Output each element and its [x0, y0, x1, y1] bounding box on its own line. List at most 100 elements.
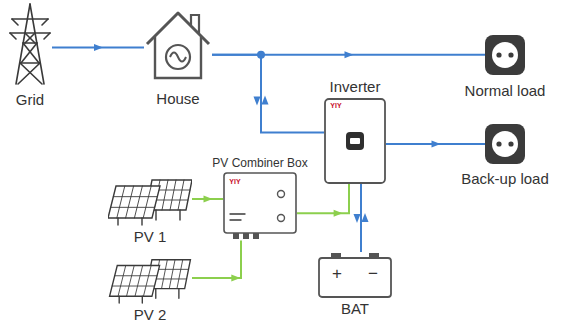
- icon-drawing: [108, 172, 192, 226]
- combiner-housing: [224, 173, 296, 233]
- icon-stroke: [169, 260, 175, 289]
- arrow-layer: [94, 44, 441, 281]
- arrow-head: [204, 196, 213, 203]
- icon-stroke: [25, 33, 35, 43]
- combiner-screw: [278, 191, 285, 198]
- combiner-node: PV Combiner Box: [200, 156, 320, 240]
- icon-group: [147, 13, 209, 78]
- battery-node: BAT: [310, 252, 400, 318]
- icon-stroke: [141, 218, 142, 225]
- icon-group: [485, 35, 525, 75]
- icon-stroke: [230, 220, 241, 221]
- solar-panel: [110, 265, 160, 296]
- icon-stroke: [117, 186, 125, 218]
- pv-node: PV 1: [105, 172, 195, 246]
- icon-stroke: [177, 260, 183, 289]
- icon-stroke: [111, 207, 155, 208]
- solar-panel: [108, 186, 160, 218]
- arrow-head: [262, 96, 269, 105]
- node-label: BAT: [341, 300, 369, 318]
- icon-stroke: [20, 62, 40, 64]
- icon-stroke: [42, 19, 48, 25]
- icon-stroke: [23, 43, 39, 63]
- icon-group: [110, 260, 191, 303]
- icon-stroke: [10, 32, 50, 34]
- node-label: Inverter: [330, 78, 381, 96]
- combiner-screw: [278, 215, 285, 222]
- icon-drawing: [318, 252, 392, 298]
- icon-stroke: [162, 180, 168, 210]
- junction-dot: [257, 51, 265, 59]
- icon-shape: [108, 172, 192, 226]
- icon-stroke: [12, 19, 18, 25]
- arrow-head: [254, 97, 261, 106]
- icon-stroke: [12, 18, 48, 20]
- node-label: House: [156, 90, 199, 108]
- icon-stroke: [18, 63, 40, 84]
- battery-body: [319, 258, 391, 297]
- inverter-housing: [325, 99, 385, 183]
- icon-stroke: [23, 42, 37, 44]
- terminal-sign: +: [332, 265, 342, 282]
- icon-stroke: [143, 265, 151, 296]
- icon-drawing: [324, 98, 386, 184]
- icon-group: [10, 4, 50, 84]
- icon-stroke: [44, 33, 50, 39]
- icon-shape: [324, 98, 386, 184]
- icon-stroke: [162, 260, 168, 289]
- icon-stroke: [155, 289, 156, 299]
- node-label: PV 1: [134, 228, 167, 246]
- icon-stroke: [143, 186, 151, 218]
- arrow-head: [354, 214, 361, 223]
- icon-stroke: [126, 186, 134, 218]
- icon-stroke: [20, 63, 42, 84]
- icon-stroke: [170, 180, 176, 210]
- icon-drawing: [485, 35, 525, 75]
- socket-pin: [508, 52, 513, 57]
- icon-shape: [8, 3, 52, 85]
- power-line: [192, 240, 241, 278]
- cable-gland: [253, 233, 259, 239]
- arrow-head: [334, 210, 343, 217]
- icon-stroke: [127, 265, 135, 296]
- power-line: [360, 184, 362, 252]
- icon-stroke: [142, 296, 143, 303]
- socket-pin: [496, 52, 501, 57]
- socket-pin: [496, 141, 501, 146]
- node-label: Normal load: [465, 82, 546, 100]
- cable-gland: [233, 233, 239, 239]
- icon-stroke: [118, 265, 126, 296]
- icon-stroke: [179, 210, 180, 220]
- icon-shape: [144, 8, 212, 80]
- icon-stroke: [25, 33, 35, 43]
- icon-drawing: [144, 8, 212, 80]
- house-chimney: [191, 15, 199, 33]
- icon-shape: [485, 35, 525, 75]
- arrow-head: [345, 51, 354, 58]
- grid-node: Grid: [0, 3, 60, 109]
- inverter-button: [346, 132, 364, 150]
- icon-stroke: [178, 180, 184, 210]
- brand-logo: YIY: [229, 178, 240, 185]
- icon-stroke: [113, 196, 157, 197]
- icon-stroke: [10, 33, 16, 39]
- arrow-head: [432, 141, 441, 148]
- node-label: PV Combiner Box: [212, 156, 307, 170]
- icon-stroke: [21, 43, 37, 63]
- arrow-head: [231, 275, 240, 282]
- icon-stroke: [117, 218, 118, 225]
- arrow-head: [362, 213, 369, 222]
- load-node: Back-up load: [455, 124, 555, 188]
- icon-group: [224, 173, 296, 239]
- icon-group: [485, 124, 525, 164]
- house-roof: [147, 13, 209, 44]
- load-node: Normal load: [455, 35, 555, 100]
- icon-drawing: [485, 124, 525, 164]
- icon-stroke: [135, 265, 143, 296]
- ac-symbol: [166, 45, 190, 69]
- inverter-display: [350, 138, 360, 144]
- pv-node: PV 2: [105, 252, 195, 324]
- icon-drawing: [108, 252, 192, 304]
- icon-drawing: [8, 3, 52, 85]
